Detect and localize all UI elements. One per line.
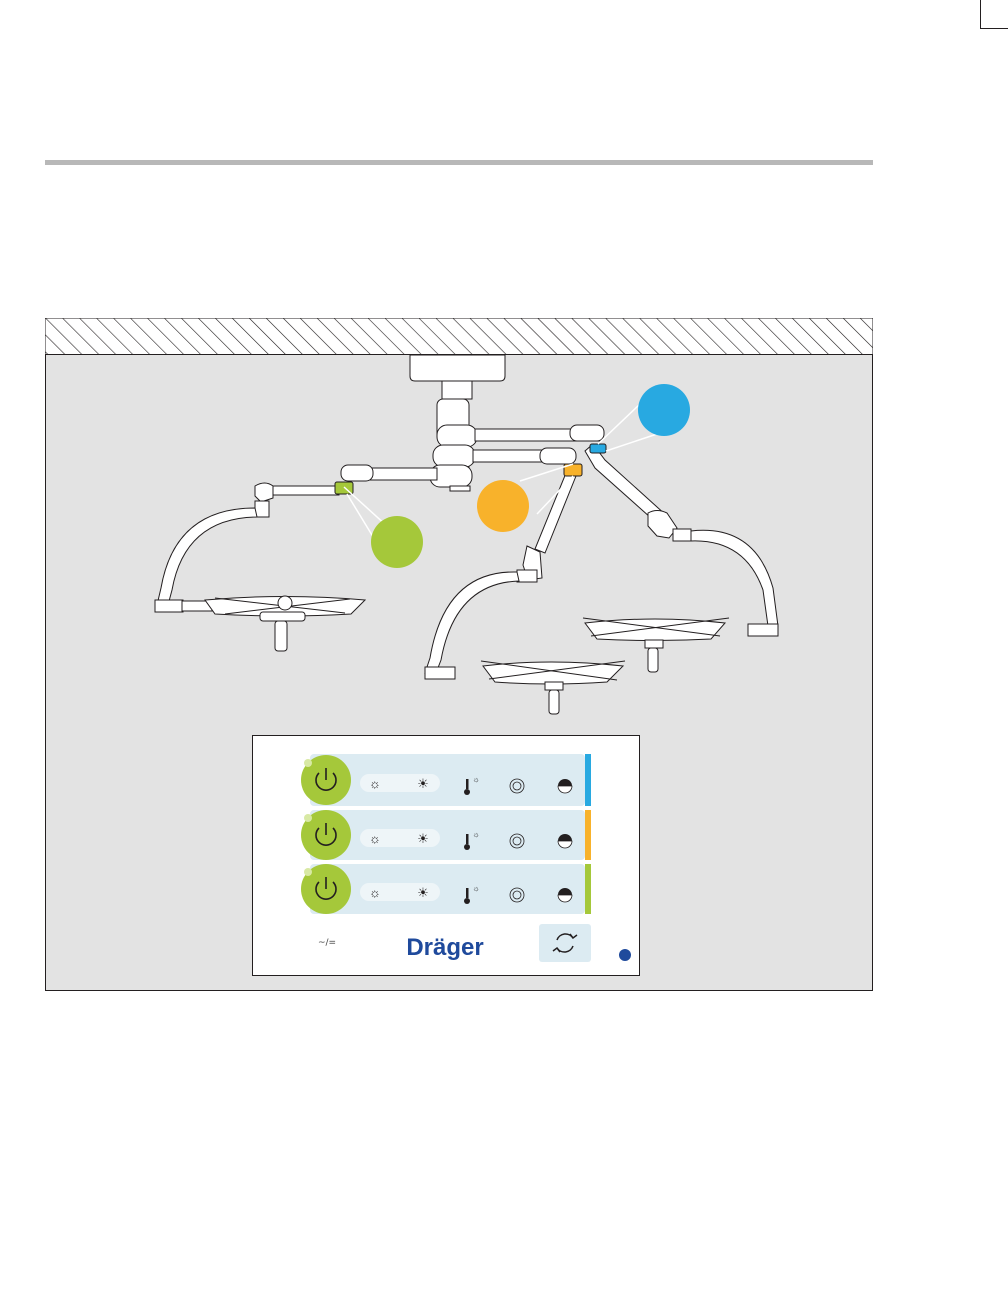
callout-circle-orange: [477, 480, 529, 532]
power-supply-indicator: ~/=: [318, 938, 336, 948]
endo-light-icon[interactable]: ☼: [369, 776, 381, 791]
sync-button[interactable]: [539, 924, 591, 962]
header-rule: [45, 160, 873, 165]
svg-text:☼: ☼: [472, 830, 479, 839]
control-row-orange: ☼ ☀ ☼: [301, 810, 591, 860]
crop-mark-top: [980, 0, 981, 28]
ambient-light-icon[interactable]: [558, 888, 572, 902]
svg-text:☼: ☼: [472, 884, 479, 893]
ambient-light-icon[interactable]: [558, 834, 572, 848]
svg-text:☼: ☼: [472, 775, 479, 784]
brightness-icon[interactable]: ☀: [417, 885, 429, 900]
info-icon: [619, 949, 631, 961]
brand-logo: Dräger: [406, 934, 483, 961]
callout-circle-blue: [638, 384, 690, 436]
ambient-light-icon[interactable]: [558, 779, 572, 793]
endo-light-icon[interactable]: ☼: [369, 831, 381, 846]
endo-light-icon[interactable]: ☼: [369, 885, 381, 900]
crop-mark-right: [980, 28, 1008, 29]
control-row-green: ☼ ☀ ☼: [301, 864, 591, 914]
arm-joint-blue: [590, 444, 606, 453]
control-row-blue: ☼ ☀ ☼: [301, 754, 591, 806]
control-panel: ☼ ☀ ☼ ☼: [253, 736, 640, 976]
brightness-icon[interactable]: ☀: [417, 776, 429, 791]
ceiling-light-figure: ☼ ☀ ☼ ☼: [45, 318, 873, 991]
callout-circle-green: [371, 516, 423, 568]
brightness-icon[interactable]: ☀: [417, 831, 429, 846]
